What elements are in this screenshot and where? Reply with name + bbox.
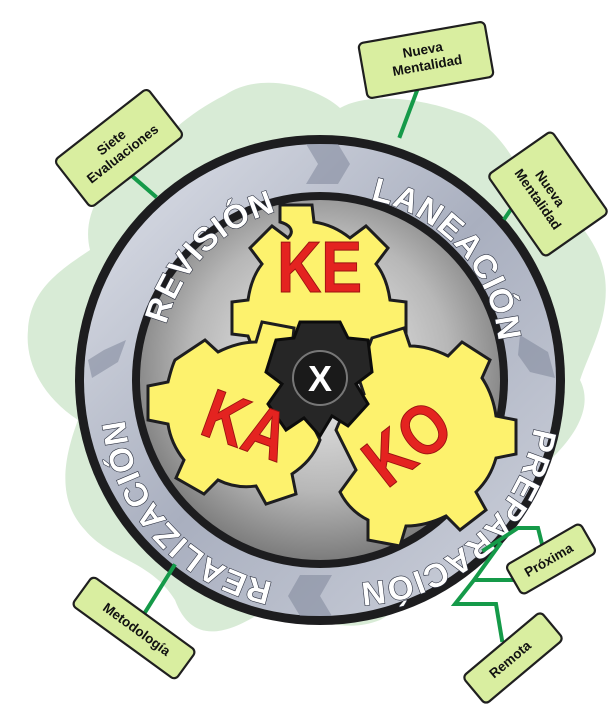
connector-metodologia [141, 563, 177, 617]
tag-nueva-top-line1: Nueva [401, 39, 444, 61]
tag-nueva-mentalidad-right: Nueva Mentalidad [488, 131, 608, 257]
gear-label-ke: KE [277, 228, 362, 308]
tag-remota: Remota [463, 612, 563, 704]
center-hub [292, 350, 348, 406]
ring-arrow-right [518, 335, 555, 378]
tag-proxima: Próxima [505, 523, 597, 595]
ring-arrow-top [306, 144, 350, 184]
ring-arrow-bottom [288, 575, 332, 616]
connector-siete [129, 173, 158, 199]
gear-ko [334, 326, 518, 548]
connector-nueva-top [397, 85, 421, 139]
tag-nueva-mentalidad-top: Nueva Mentalidad [357, 21, 495, 99]
center-label: X [308, 358, 332, 399]
ring-arrow-left [88, 340, 126, 378]
